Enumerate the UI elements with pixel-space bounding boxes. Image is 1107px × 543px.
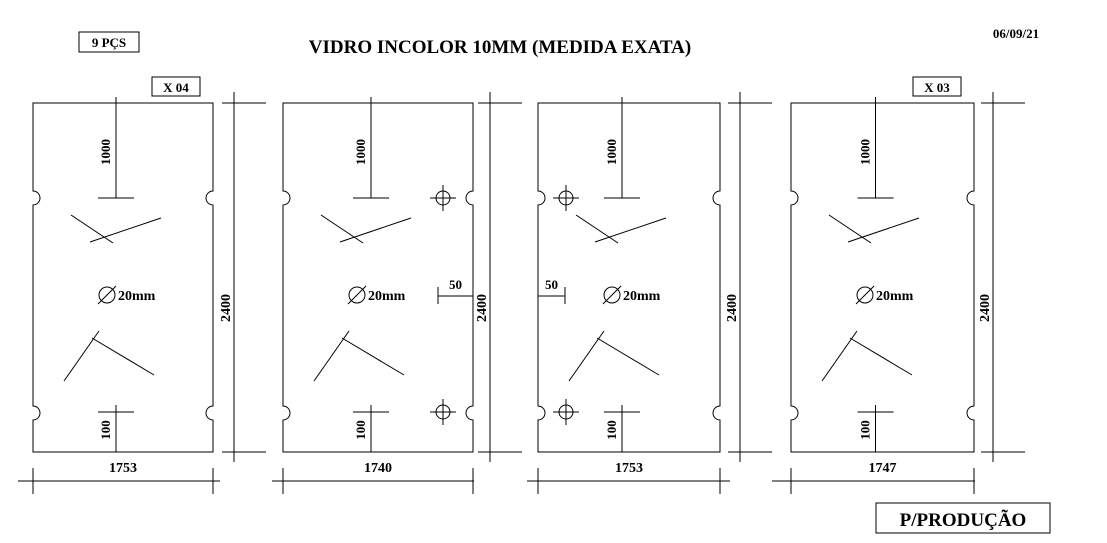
handle-stroke-upper — [847, 217, 920, 243]
diameter-symbol-slash — [602, 285, 622, 305]
glass-panel: 1000 100 20mm 50 1740 2400 — [272, 92, 522, 494]
quantity-box — [78, 31, 140, 53]
handle-stroke-upper — [594, 217, 667, 243]
width-value: 1753 — [109, 461, 137, 476]
panel-outline — [790, 102, 975, 453]
height-value: 2400 — [725, 294, 740, 322]
glass-panel: X 04 1000 100 20mm 1753 2400 — [18, 76, 266, 494]
top-dimension-value: 1000 — [353, 139, 368, 165]
panel-tag: X 03 — [924, 80, 950, 95]
drawing-date: 06/09/21 — [993, 26, 1039, 41]
handle-stroke-upper — [828, 214, 872, 244]
width-value: 1753 — [615, 461, 643, 476]
top-dimension-value: 1000 — [98, 139, 113, 165]
edge-dimension-value: 50 — [449, 277, 462, 292]
handle-stroke-lower — [821, 330, 858, 382]
diameter-symbol — [603, 286, 621, 304]
diameter-symbol-slash — [347, 285, 367, 305]
glass-panels: X 04 1000 100 20mm 1753 2400 1000 100 20mm 50 1740… — [18, 76, 1025, 494]
glass-panel: X 03 1000 100 20mm 1747 2400 — [772, 76, 1025, 494]
glass-panel: 1000 100 20mm 50 1753 2400 — [527, 92, 772, 494]
height-value: 2400 — [475, 294, 490, 322]
panel-outline — [32, 102, 214, 453]
bottom-dimension-value: 100 — [353, 420, 368, 440]
quantity-label: 9 PÇS — [92, 35, 126, 50]
production-stamp-box — [875, 502, 1051, 534]
handle-stroke-lower — [91, 337, 155, 376]
handle-stroke-lower — [341, 337, 405, 376]
panel-tag-box — [151, 76, 201, 97]
diameter-symbol-slash — [855, 285, 875, 305]
diameter-symbol — [98, 286, 116, 304]
hole-diameter: 20mm — [118, 289, 156, 304]
bottom-dimension-value: 100 — [858, 420, 873, 440]
handle-stroke-upper — [70, 214, 114, 244]
panel-tag-box — [912, 76, 962, 97]
height-value: 2400 — [219, 294, 234, 322]
handle-stroke-lower — [596, 337, 660, 376]
diameter-symbol-slash — [97, 285, 117, 305]
handle-stroke-upper — [89, 217, 162, 243]
hole-diameter: 20mm — [368, 289, 406, 304]
hole-diameter: 20mm — [623, 289, 661, 304]
panel-tag: X 04 — [163, 80, 189, 95]
diameter-symbol — [856, 286, 874, 304]
width-value: 1747 — [869, 461, 897, 476]
production-stamp: P/PRODUÇÃO — [900, 509, 1027, 531]
bottom-dimension-value: 100 — [604, 420, 619, 440]
handle-stroke-lower — [568, 330, 605, 382]
handle-stroke-lower — [63, 330, 100, 382]
edge-dimension-value: 50 — [545, 277, 558, 292]
handle-stroke-upper — [320, 214, 364, 244]
hole-diameter: 20mm — [876, 289, 914, 304]
diameter-symbol — [348, 286, 366, 304]
width-value: 1740 — [364, 461, 392, 476]
panel-outline — [537, 102, 721, 453]
handle-stroke-lower — [313, 330, 350, 382]
bottom-dimension-value: 100 — [98, 420, 113, 440]
panel-outline — [282, 102, 474, 453]
height-value: 2400 — [978, 294, 993, 322]
top-dimension-value: 1000 — [604, 139, 619, 165]
handle-stroke-upper — [339, 217, 412, 243]
top-dimension-value: 1000 — [858, 139, 873, 165]
handle-stroke-lower — [849, 337, 913, 376]
drawing-title: VIDRO INCOLOR 10MM (MEDIDA EXATA) — [309, 37, 691, 58]
handle-stroke-upper — [575, 214, 619, 244]
